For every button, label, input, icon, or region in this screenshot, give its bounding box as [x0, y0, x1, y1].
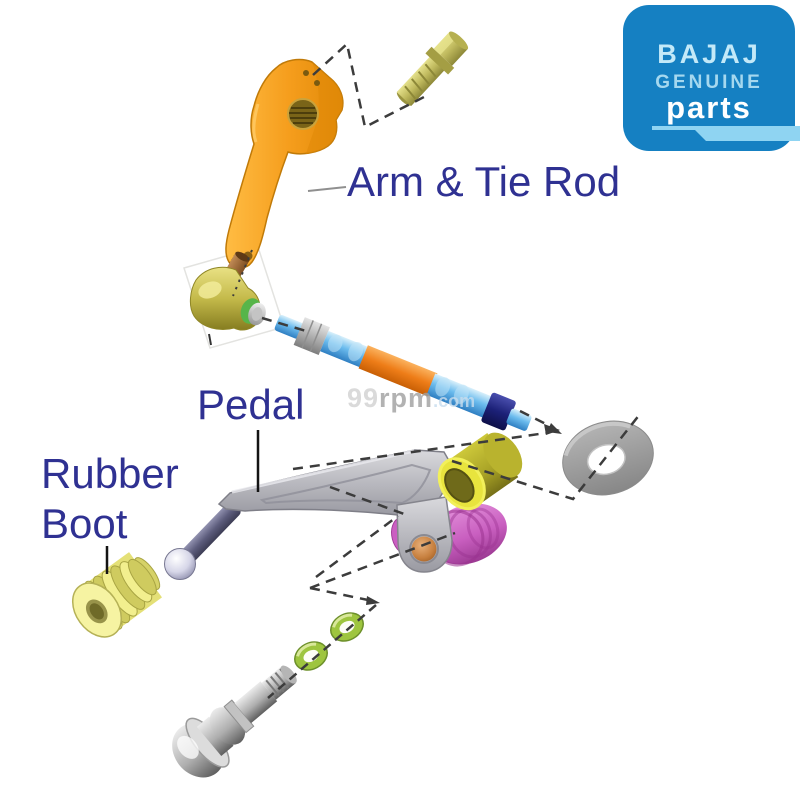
pedal-arm-part	[217, 449, 453, 516]
tie-rod-end-part	[189, 251, 266, 346]
dash-cross-1	[329, 485, 405, 516]
bushing-part	[437, 432, 523, 511]
watermark: 99rpm.com	[347, 383, 475, 414]
watermark-mid: rpm	[379, 383, 434, 413]
label-rubber-boot-line1: Rubber	[41, 450, 179, 497]
bajaj-genuine-parts-logo: BAJAJ GENUINE parts	[623, 5, 800, 151]
dashed-line-arrowheads	[366, 423, 562, 605]
watermark-prefix: 99	[347, 383, 380, 413]
pedal-shaft	[164, 501, 241, 580]
pivot-bracket-part	[396, 496, 453, 573]
pivot-bolt-part	[172, 665, 297, 778]
dot-arm-to-tie-rod-end	[232, 249, 253, 297]
dash-corner-down	[309, 586, 369, 602]
boot-hole	[89, 603, 104, 620]
dash-rod-to-washer	[519, 409, 553, 429]
dash-corner-up	[309, 531, 456, 590]
label-leader-lines	[105, 186, 347, 574]
label-rubber-boot: Rubber Boot	[41, 449, 179, 549]
o-ring-lower	[294, 641, 328, 671]
arm-shading	[306, 62, 343, 154]
rubber-boot-part	[71, 552, 162, 638]
dash-oring-axis	[267, 604, 377, 699]
label-arm-tie-rod: Arm & Tie Rod	[347, 158, 621, 205]
dash-pedal-to-washer	[292, 431, 547, 471]
tie-rod-sleeve	[358, 345, 438, 397]
logo-brand-text: BAJAJ	[657, 39, 761, 69]
leader-arm-tie-rod	[307, 186, 347, 192]
logo-genuine-text: GENUINE	[655, 72, 763, 93]
o-ring-upper	[330, 612, 364, 642]
logo-parts-text: parts	[666, 90, 752, 125]
arm-splined-hole	[287, 98, 319, 130]
pedal-ball-end	[164, 548, 196, 580]
label-rubber-boot-line2: Boot	[41, 500, 128, 547]
label-pedal: Pedal	[197, 381, 305, 428]
dashed-connector-lines	[232, 41, 641, 699]
dash-arm-to-bolt	[312, 41, 425, 129]
arm-part	[225, 58, 344, 269]
dash-cross-2	[315, 514, 399, 579]
dash-tie-rod-end-to-rod	[261, 316, 307, 333]
logo-arrow-icon	[693, 128, 800, 141]
watermark-suffix: .com	[433, 391, 476, 411]
pivot-ball	[411, 536, 437, 562]
washer-part	[562, 420, 654, 496]
tie-rod-part	[274, 315, 532, 431]
flange-bolt-part	[396, 31, 469, 106]
dash-bushing-to-washer	[451, 413, 641, 501]
